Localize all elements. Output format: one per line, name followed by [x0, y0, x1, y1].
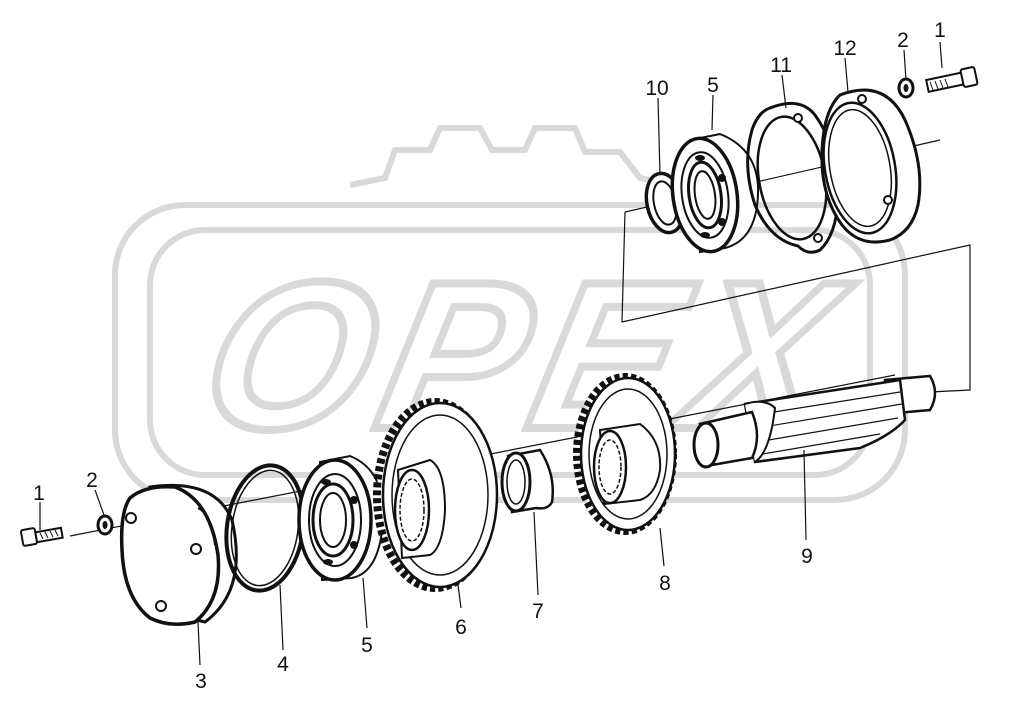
washer-right [897, 77, 915, 99]
callout-2-left: 2 [86, 469, 98, 492]
gear-part-8 [573, 373, 677, 535]
callout-labels: 1 2 12 11 5 10 1 2 3 4 5 6 7 8 9 [33, 19, 946, 693]
bearing-part-5-upper [670, 132, 760, 254]
washer-left [96, 514, 114, 536]
callout-2-right: 2 [897, 29, 909, 52]
callout-5-bottom: 5 [361, 634, 373, 657]
callout-9: 9 [801, 545, 813, 568]
sleeve-part-7 [500, 448, 554, 514]
gear-part-6 [373, 398, 499, 592]
callout-6: 6 [455, 616, 467, 639]
plate-part-12 [820, 88, 922, 244]
callout-3: 3 [195, 670, 207, 693]
callout-5-top: 5 [707, 74, 719, 97]
callout-11: 11 [770, 54, 792, 77]
watermark-gear-outline [349, 125, 676, 188]
callout-10: 10 [645, 77, 668, 100]
cover-part-3 [119, 483, 238, 626]
bolt-right [924, 66, 979, 94]
callout-leaders [39, 41, 943, 666]
callout-12: 12 [833, 37, 856, 60]
shaft-part-9 [692, 374, 937, 469]
callout-7: 7 [532, 600, 544, 623]
callout-1-left: 1 [33, 482, 45, 505]
bearing-part-5-lower [297, 454, 385, 582]
callout-8: 8 [659, 572, 671, 595]
bolt-left [20, 526, 64, 547]
callout-4: 4 [277, 653, 289, 676]
callout-1-right: 1 [934, 19, 946, 42]
